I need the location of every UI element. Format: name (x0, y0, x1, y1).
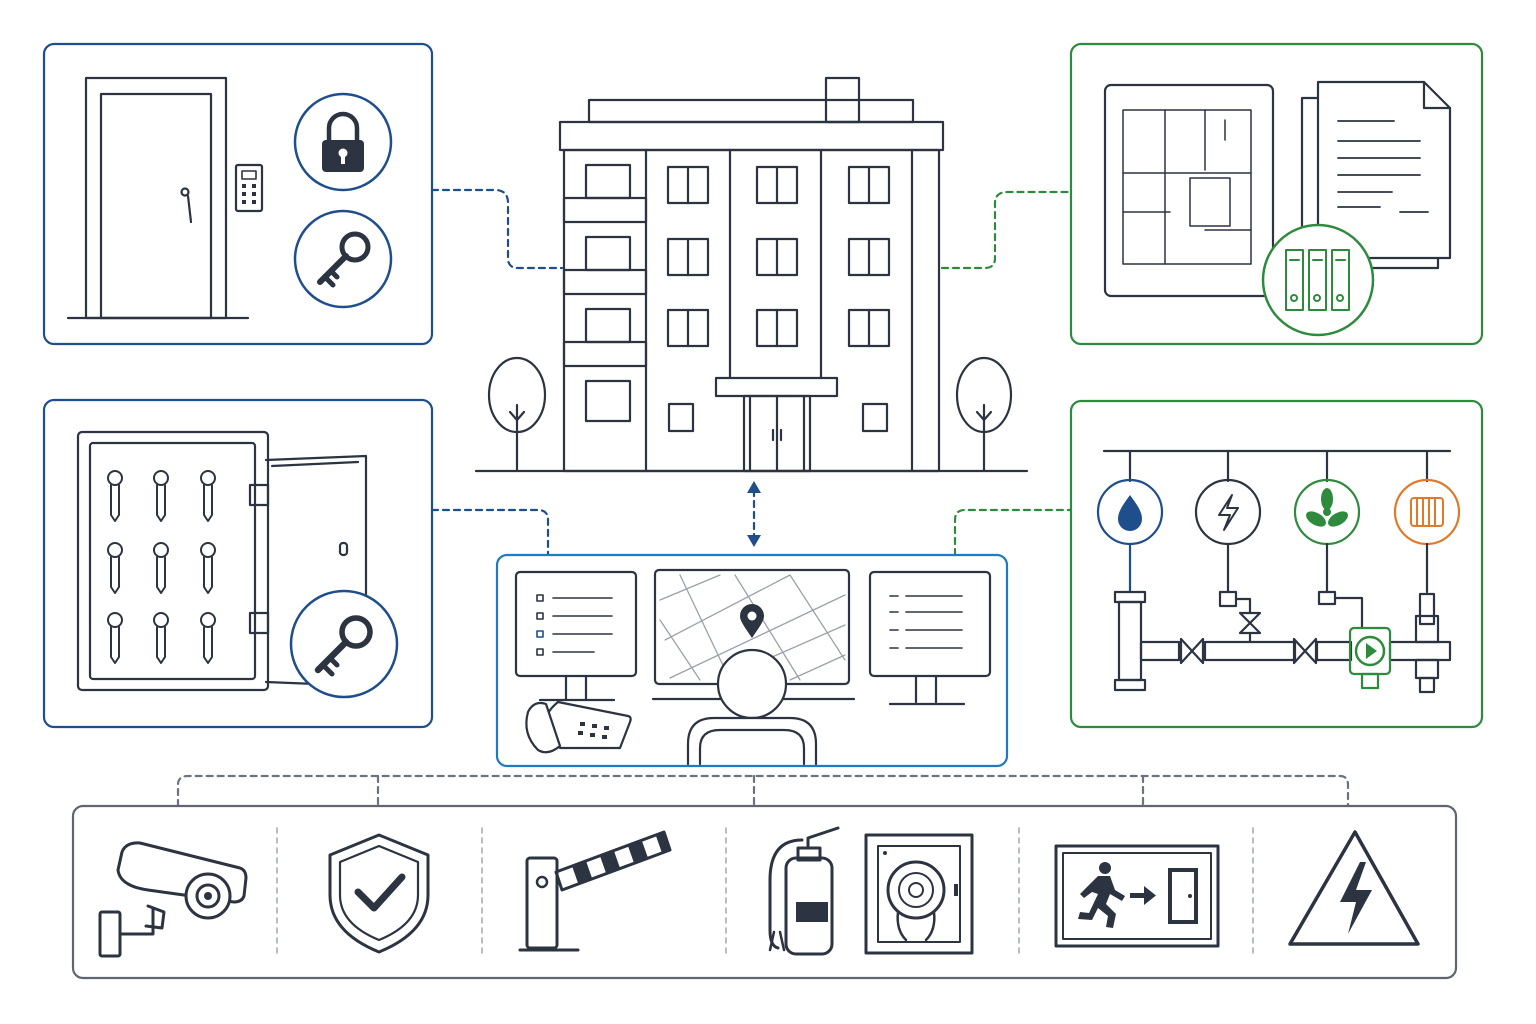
tree-icon (487, 356, 547, 473)
connectors (176, 188, 1350, 808)
fire-extinguisher-icon (768, 826, 840, 956)
double-arrow-icon (747, 481, 761, 547)
valve-icon (1179, 611, 1318, 665)
apartment-building-icon (474, 76, 1029, 473)
hanging-keys (107, 470, 216, 664)
location-pin-icon (740, 604, 764, 638)
balconies (562, 163, 648, 423)
floor-plan-icon (1103, 83, 1275, 298)
padlock-icon (293, 92, 393, 192)
radiator-icon (1393, 478, 1461, 546)
binders-icon (1261, 223, 1375, 337)
connector-access-building (430, 188, 564, 270)
connector-building-documents (940, 190, 1072, 270)
connector-safety-drops (376, 774, 1145, 808)
access-control-panel (42, 42, 434, 346)
control-room-panel (495, 553, 1009, 768)
barrier-gate-icon (518, 830, 672, 952)
windows (666, 165, 891, 433)
water-drop-icon (1096, 478, 1164, 546)
connector-keycabinet-control (430, 508, 550, 557)
shield-check-icon (328, 833, 430, 954)
connector-safety-bus (176, 774, 1350, 808)
door-icon (66, 76, 250, 320)
keypad-icon (234, 163, 264, 213)
pipe-network (1113, 590, 1452, 694)
monitor-list-icon (868, 570, 992, 706)
fire-hose-reel-icon (864, 833, 974, 955)
pump-icon (1348, 626, 1392, 690)
key-cabinet-panel (42, 398, 434, 729)
desk-phone-icon (525, 700, 632, 754)
key-icon (293, 209, 393, 309)
high-voltage-warning-icon (1288, 830, 1420, 946)
monitor-checklist-icon (514, 570, 638, 702)
tree-icon (955, 356, 1013, 473)
utilities-panel (1069, 399, 1484, 729)
documents-panel (1069, 42, 1484, 346)
emergency-exit-icon (1054, 844, 1220, 948)
safety-equipment-bar (71, 804, 1458, 980)
operator-icon (686, 648, 818, 766)
connector-control-utilities (953, 508, 1072, 557)
lightning-icon (1194, 478, 1262, 546)
fan-icon (1293, 478, 1361, 546)
cctv-camera-icon (98, 841, 248, 958)
key-icon (289, 589, 399, 699)
entrance (714, 376, 839, 473)
